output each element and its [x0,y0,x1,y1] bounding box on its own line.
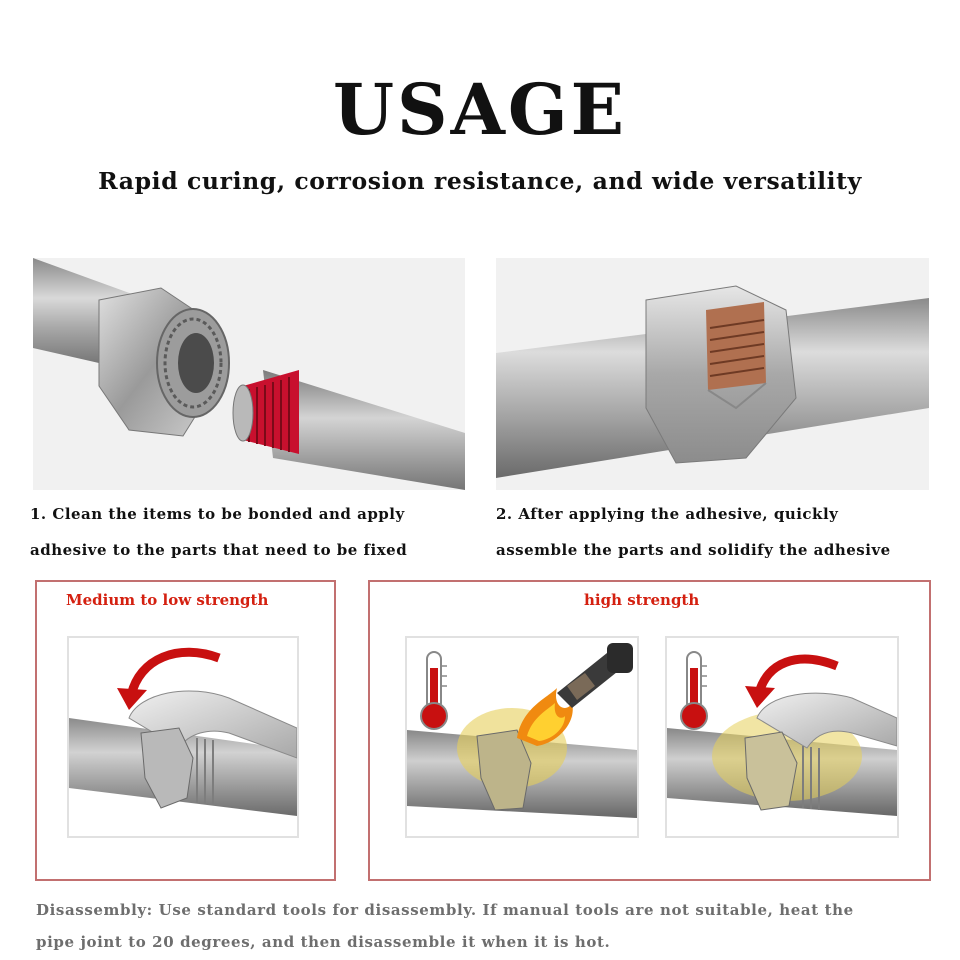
thermometer-icon [680,651,708,730]
high-strength-box [368,580,931,881]
medium-strength-box [35,580,336,881]
page-subtitle: Rapid curing, corrosion resistance, and … [98,167,862,195]
step1-line1: 1. Clean the items to be bonded and appl… [30,505,405,523]
disassembly-note: Disassembly: Use standard tools for disa… [36,894,946,958]
disassembly-line2: pipe joint to 20 degrees, and then disas… [36,933,611,951]
step1-line2: adhesive to the parts that need to be fi… [30,541,408,559]
hot-disassembly-image [665,636,899,838]
torch-icon [557,643,633,708]
thermometer-icon [420,651,448,730]
hot-wrench-illustration [667,651,897,816]
pipe-assembled-illustration [496,285,929,478]
medium-strength-label: Medium to low strength [60,589,275,611]
step2-image [496,258,929,490]
step1-image [33,258,465,490]
disassembly-line1: Disassembly: Use standard tools for disa… [36,901,854,919]
flame-icon [517,688,573,746]
step2-line1: 2. After applying the adhesive, quickly [496,505,839,523]
step2-line2: assemble the parts and solidify the adhe… [496,541,891,559]
page-title: USAGE [332,68,628,151]
medium-strength-image [67,636,299,838]
step2-text: 2. After applying the adhesive, quickly … [496,496,946,568]
high-strength-label: high strength [578,589,706,611]
heating-pipe-illustration [407,643,637,818]
wrench-pipe-illustration [69,647,297,816]
pipe-separated-illustration [33,258,465,490]
heating-image [405,636,639,838]
rotate-arrow-icon [754,654,839,695]
step1-text: 1. Clean the items to be bonded and appl… [30,496,470,568]
